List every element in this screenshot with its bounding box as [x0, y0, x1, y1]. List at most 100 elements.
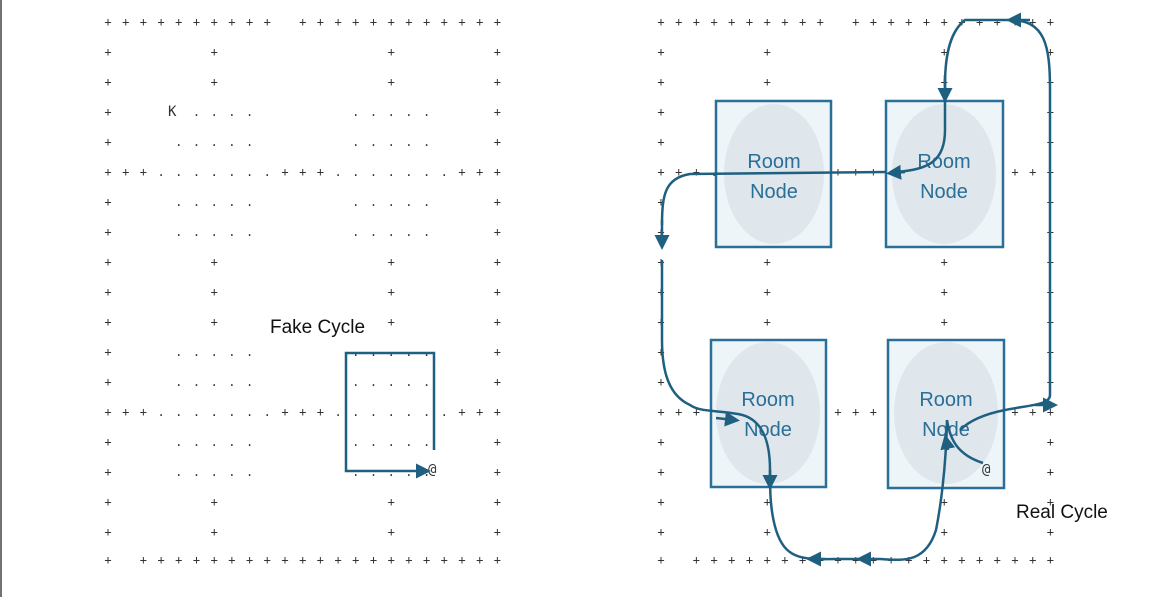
wall-plus-glyph: + [494, 345, 501, 359]
wall-plus-glyph: + [781, 15, 788, 29]
wall-plus-glyph: + [693, 15, 700, 29]
wall-plus-glyph: + [317, 15, 324, 29]
wall-plus-glyph: + [458, 553, 465, 567]
wall-plus-glyph: + [764, 525, 771, 539]
wall-plus-glyph: + [1047, 525, 1054, 539]
wall-plus-glyph: + [388, 285, 395, 299]
floor-dot-glyph: . [423, 435, 430, 449]
floor-dot-glyph: . [264, 405, 271, 419]
wall-plus-glyph: + [494, 225, 501, 239]
floor-dot-glyph: . [370, 225, 377, 239]
wall-plus-glyph: + [941, 255, 948, 269]
wall-plus-glyph: + [193, 553, 200, 567]
wall-plus-glyph: + [388, 315, 395, 329]
floor-dot-glyph: . [193, 345, 200, 359]
floor-dot-glyph: . [388, 435, 395, 449]
left-key-symbol: K [168, 104, 177, 120]
real-cycle-segment [894, 18, 1010, 174]
floor-dot-glyph: . [405, 165, 412, 179]
wall-plus-glyph: + [1047, 45, 1054, 59]
floor-dot-glyph: . [352, 105, 359, 119]
wall-plus-glyph: + [122, 405, 129, 419]
wall-plus-glyph: + [140, 405, 147, 419]
wall-plus-glyph: + [104, 345, 111, 359]
fake-cycle-caption: Fake Cycle [270, 317, 365, 338]
wall-plus-glyph: + [494, 75, 501, 89]
wall-plus-glyph: + [104, 315, 111, 329]
wall-plus-glyph: + [299, 405, 306, 419]
wall-plus-glyph: + [317, 405, 324, 419]
floor-dot-glyph: . [405, 105, 412, 119]
floor-dot-glyph: . [246, 165, 253, 179]
wall-plus-glyph: + [441, 15, 448, 29]
floor-dot-glyph: . [405, 405, 412, 419]
wall-plus-glyph: + [494, 375, 501, 389]
wall-plus-glyph: + [211, 495, 218, 509]
wall-plus-glyph: + [1047, 15, 1054, 29]
wall-plus-glyph: + [923, 553, 930, 567]
floor-dot-glyph: . [388, 105, 395, 119]
floor-dot-glyph: . [193, 135, 200, 149]
floor-dot-glyph: . [370, 435, 377, 449]
wall-plus-glyph: + [494, 405, 501, 419]
floor-dot-glyph: . [352, 195, 359, 209]
wall-plus-glyph: + [799, 553, 806, 567]
floor-dot-glyph: . [441, 165, 448, 179]
room-node-label-line2: Node [744, 419, 792, 441]
wall-plus-glyph: + [905, 553, 912, 567]
wall-plus-glyph: + [799, 15, 806, 29]
floor-dot-glyph: . [370, 375, 377, 389]
room-node-label-line1: Room [917, 151, 970, 173]
floor-dot-glyph: . [175, 225, 182, 239]
wall-plus-glyph: + [423, 15, 430, 29]
wall-plus-glyph: + [941, 15, 948, 29]
floor-dot-glyph: . [710, 165, 717, 179]
wall-plus-glyph: + [334, 553, 341, 567]
right-agent-symbol: @ [982, 462, 991, 478]
wall-plus-glyph: + [299, 553, 306, 567]
floor-dot-glyph: . [175, 165, 182, 179]
floor-dot-glyph: . [370, 105, 377, 119]
wall-plus-glyph: + [458, 15, 465, 29]
floor-dot-glyph: . [405, 135, 412, 149]
floor-dot-glyph: . [228, 135, 235, 149]
wall-plus-glyph: + [281, 553, 288, 567]
floor-dot-glyph: . [246, 405, 253, 419]
wall-plus-glyph: + [211, 75, 218, 89]
floor-dot-glyph: . [228, 375, 235, 389]
floor-dot-glyph: . [193, 195, 200, 209]
floor-dot-glyph: . [193, 405, 200, 419]
floor-dot-glyph: . [193, 435, 200, 449]
floor-dot-glyph: . [193, 225, 200, 239]
floor-dot-glyph: . [388, 405, 395, 419]
wall-plus-glyph: + [976, 553, 983, 567]
room-node-bottom-left: Room Node [709, 338, 828, 489]
wall-plus-glyph: + [693, 553, 700, 567]
floor-dot-glyph: . [352, 165, 359, 179]
wall-plus-glyph: + [458, 405, 465, 419]
wall-plus-glyph: + [441, 553, 448, 567]
wall-plus-glyph: + [494, 285, 501, 299]
floor-dot-glyph: . [405, 195, 412, 209]
wall-plus-glyph: + [852, 405, 859, 419]
floor-dot-glyph: . [423, 105, 430, 119]
wall-plus-glyph: + [657, 345, 664, 359]
wall-plus-glyph: + [388, 553, 395, 567]
wall-plus-glyph: + [1029, 15, 1036, 29]
wall-plus-glyph: + [494, 495, 501, 509]
wall-plus-glyph: + [476, 15, 483, 29]
wall-plus-glyph: + [388, 525, 395, 539]
wall-plus-glyph: + [693, 165, 700, 179]
wall-plus-glyph: + [317, 165, 324, 179]
floor-dot-glyph: . [334, 405, 341, 419]
wall-plus-glyph: + [764, 255, 771, 269]
wall-plus-glyph: + [104, 525, 111, 539]
wall-plus-glyph: + [870, 15, 877, 29]
wall-plus-glyph: + [941, 495, 948, 509]
floor-dot-glyph: . [352, 435, 359, 449]
floor-dot-glyph: . [388, 165, 395, 179]
room-node-label-line2: Node [920, 181, 968, 203]
left-map-grid: ++++++++++++++++++++++++++++++++++++++++… [104, 15, 501, 567]
floor-dot-glyph: . [175, 345, 182, 359]
wall-plus-glyph: + [352, 15, 359, 29]
